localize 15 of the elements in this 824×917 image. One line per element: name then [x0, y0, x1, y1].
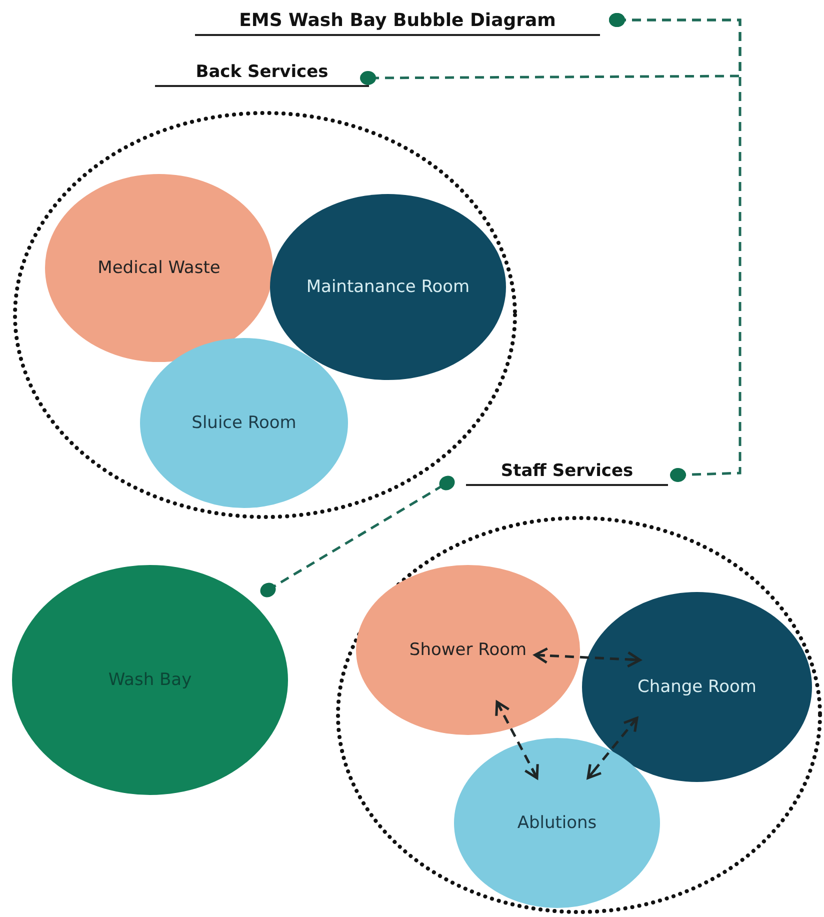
room-label: Shower Room [409, 640, 527, 660]
diagram-title: EMS Wash Bay Bubble Diagram [195, 10, 600, 36]
dashed-connector [609, 13, 742, 482]
room-label: Change Room [638, 677, 756, 697]
dashed-arrow [586, 716, 638, 780]
room-label: Wash Bay [108, 670, 192, 690]
room-label: Sluice Room [192, 413, 296, 433]
section-heading: Back Services [155, 62, 369, 87]
dashed-arrow [495, 700, 539, 780]
room-label: Ablutions [517, 813, 597, 833]
section-heading: Staff Services [466, 461, 668, 486]
room-label: Maintanance Room [306, 277, 470, 297]
dashed-connector [260, 476, 455, 598]
room-label: Medical Waste [98, 258, 220, 278]
dashed-arrow [534, 647, 642, 668]
